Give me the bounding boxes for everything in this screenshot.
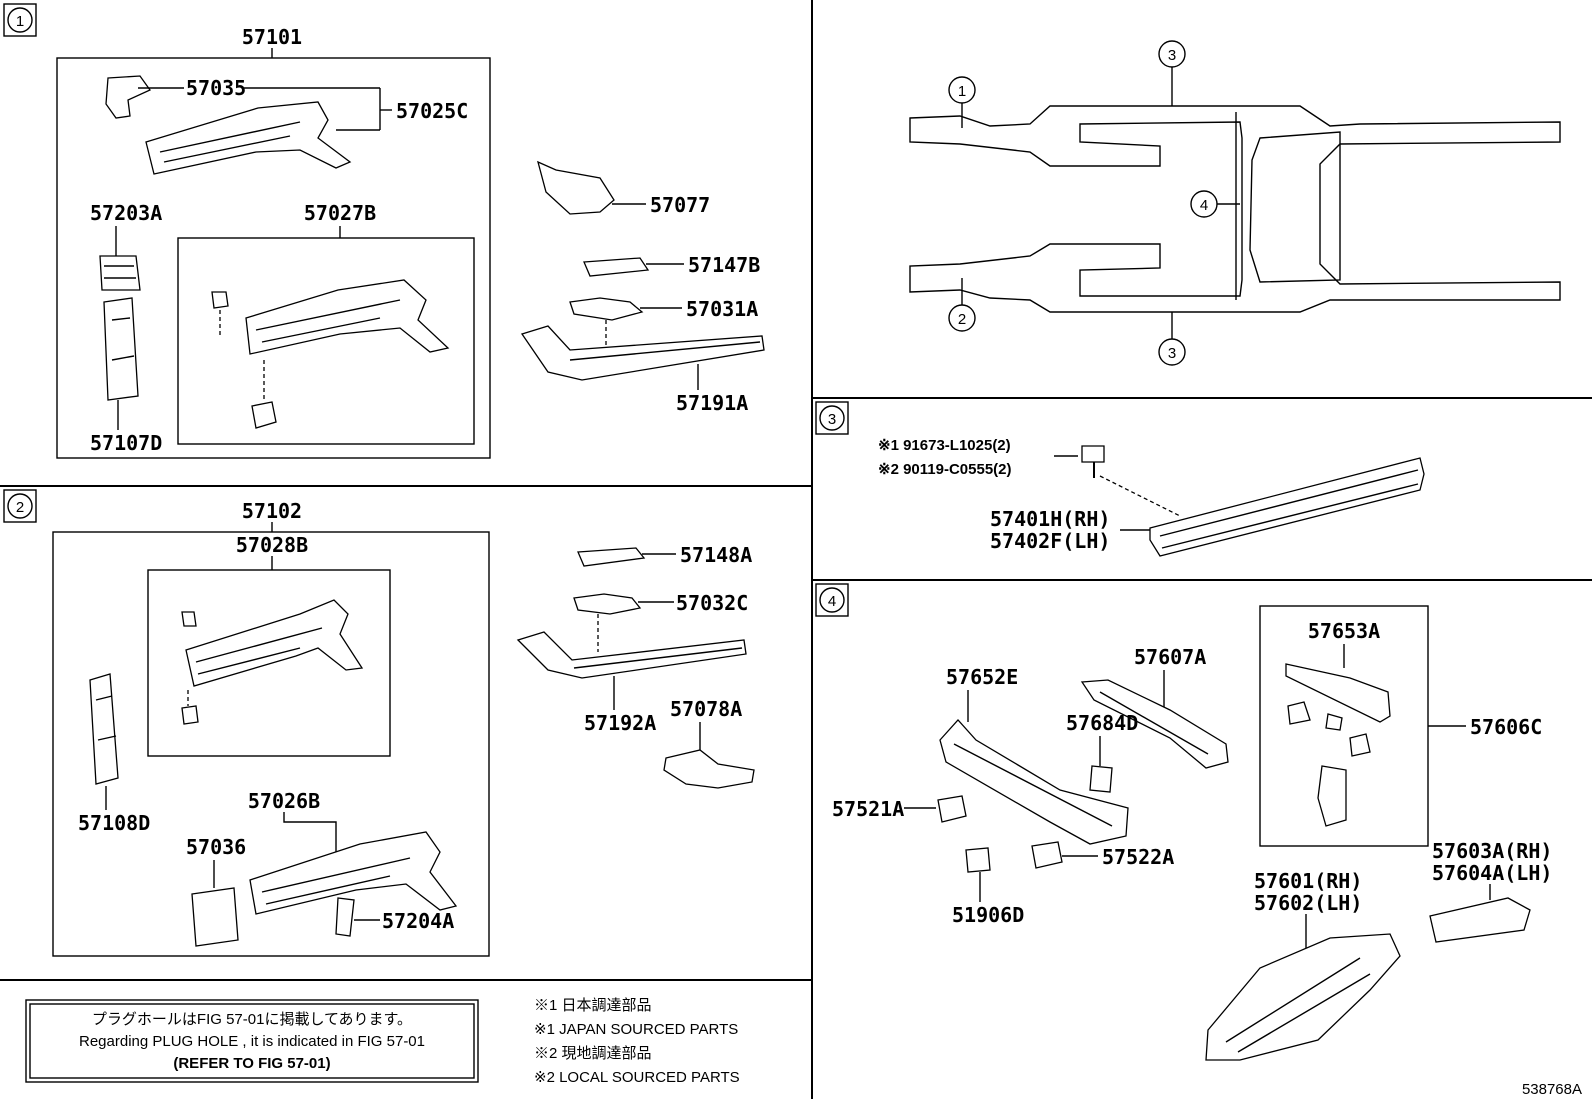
section-marker-1: 1 <box>3 3 37 37</box>
assembly-box-57027B <box>177 237 475 445</box>
part-57147B <box>583 257 650 277</box>
legend-1: ※1 日本調達部品 <box>534 997 652 1014</box>
callout-2: 2 <box>948 278 976 332</box>
svg-text:2: 2 <box>16 499 24 516</box>
part-57032C <box>573 593 642 615</box>
part-57108D <box>89 673 119 785</box>
bolt-label-1: ※1 91673-L1025(2) <box>878 437 1011 454</box>
section-marker-4: 4 <box>815 583 849 617</box>
part-57191A <box>520 325 765 381</box>
label-57652E: 57652E <box>946 665 1018 689</box>
section-marker-3: 3 <box>815 401 849 435</box>
part-57025C <box>145 101 352 175</box>
part-57192A <box>516 631 747 679</box>
svg-text:3: 3 <box>1168 345 1176 362</box>
part-57401H <box>1149 457 1425 557</box>
legend-2: ※1 JAPAN SOURCED PARTS <box>534 1021 738 1038</box>
part-57036 <box>191 887 239 947</box>
part-57607A <box>1080 679 1229 769</box>
plug-hole-note-box <box>25 999 479 1083</box>
callout-3-bottom: 3 <box>1158 312 1186 366</box>
legend-4: ※2 LOCAL SOURCED PARTS <box>534 1069 740 1086</box>
part-57521A <box>937 795 967 823</box>
underbody-overview <box>909 105 1561 313</box>
label-57032C: 57032C <box>676 591 748 615</box>
part-57684D <box>1089 765 1113 793</box>
svg-text:4: 4 <box>1200 197 1208 214</box>
label-57101: 57101 <box>242 25 302 49</box>
label-57078A: 57078A <box>670 697 742 721</box>
label-57653A: 57653A <box>1308 619 1380 643</box>
label-57601: 57601(RH) <box>1254 869 1362 893</box>
part-57031A <box>569 297 644 321</box>
label-57402F: 57402F(LH) <box>990 529 1110 553</box>
label-57684D: 57684D <box>1066 711 1138 735</box>
part-57027B <box>211 279 450 429</box>
part-57035 <box>105 75 151 119</box>
svg-text:1: 1 <box>958 83 966 100</box>
label-57603A: 57603A(RH) <box>1432 839 1552 863</box>
part-bolt <box>1081 445 1105 478</box>
part-57603A <box>1429 897 1531 943</box>
callout-3-top: 3 <box>1158 40 1186 106</box>
bolt-label-2: ※2 90119-C0555(2) <box>878 461 1012 478</box>
label-57025C: 57025C <box>396 99 468 123</box>
label-57607A: 57607A <box>1134 645 1206 669</box>
part-57078A <box>663 749 755 789</box>
part-57652E <box>939 719 1129 845</box>
part-57077 <box>537 160 615 215</box>
label-57102: 57102 <box>242 499 302 523</box>
figure-id: 538768A <box>1522 1081 1582 1098</box>
part-57107D <box>103 297 139 401</box>
part-57203A <box>99 255 141 291</box>
svg-text:3: 3 <box>1168 47 1176 64</box>
label-57147B: 57147B <box>688 253 760 277</box>
label-57604A: 57604A(LH) <box>1432 861 1552 885</box>
label-57602: 57602(LH) <box>1254 891 1362 915</box>
label-57204A: 57204A <box>382 909 454 933</box>
part-57204A <box>335 897 355 937</box>
label-57077: 57077 <box>650 193 710 217</box>
callout-4: 4 <box>1190 190 1240 218</box>
label-57192A: 57192A <box>584 711 656 735</box>
part-57601 <box>1205 933 1401 1061</box>
note-line-1: プラグホールはFIG 57-01に掲載してあります。 <box>92 1011 412 1028</box>
label-57107D: 57107D <box>90 431 162 455</box>
note-line-3: (REFER TO FIG 57-01) <box>173 1055 330 1072</box>
assembly-box-57102 <box>52 531 490 957</box>
label-57203A: 57203A <box>90 201 162 225</box>
label-57027B: 57027B <box>304 201 376 225</box>
legend-3: ※2 現地調達部品 <box>534 1045 652 1062</box>
svg-text:1: 1 <box>16 13 24 30</box>
label-57521A: 57521A <box>832 797 904 821</box>
label-51906D: 51906D <box>952 903 1024 927</box>
part-57148A <box>577 547 646 567</box>
label-57191A: 57191A <box>676 391 748 415</box>
label-57401H: 57401H(RH) <box>990 507 1110 531</box>
assembly-box-57101 <box>56 57 491 459</box>
svg-text:3: 3 <box>828 411 836 428</box>
label-57031A: 57031A <box>686 297 758 321</box>
label-57028B: 57028B <box>236 533 308 557</box>
note-line-2: Regarding PLUG HOLE , it is indicated in… <box>79 1033 425 1050</box>
assembly-box-57028B <box>147 569 391 757</box>
section-marker-2: 2 <box>3 489 37 523</box>
part-57522A <box>1031 841 1063 869</box>
label-57522A: 57522A <box>1102 845 1174 869</box>
part-57028B <box>181 599 364 725</box>
callout-1: 1 <box>948 76 976 128</box>
label-57035: 57035 <box>186 76 246 100</box>
svg-text:2: 2 <box>958 311 966 328</box>
label-57108D: 57108D <box>78 811 150 835</box>
part-57653A <box>1285 663 1391 723</box>
label-57148A: 57148A <box>680 543 752 567</box>
label-57036: 57036 <box>186 835 246 859</box>
label-57606C: 57606C <box>1470 715 1542 739</box>
svg-text:4: 4 <box>828 593 836 610</box>
part-51906D <box>965 847 991 873</box>
part-57606C-subparts <box>1287 701 1371 827</box>
label-57026B: 57026B <box>248 789 320 813</box>
part-57026B <box>249 831 458 915</box>
